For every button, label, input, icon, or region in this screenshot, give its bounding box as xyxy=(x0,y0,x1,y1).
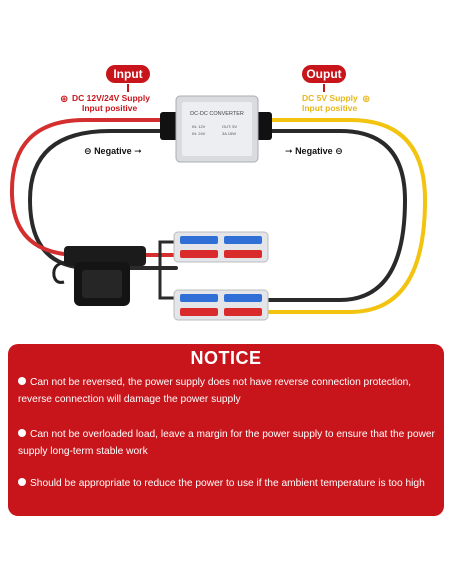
negative-right-text: Negative xyxy=(295,146,333,156)
black-wire-right xyxy=(266,129,408,302)
notice-title: NOTICE xyxy=(190,348,262,368)
converter-spec-right-2: 3A 15W xyxy=(222,131,236,136)
output-pill: Ouput xyxy=(302,65,346,83)
output-plus-sign: ⊕ xyxy=(362,94,371,105)
fuse-holder xyxy=(52,246,146,306)
notice-item-text: Can not be overloaded load, leave a marg… xyxy=(18,429,435,457)
input-pill: Input xyxy=(106,65,150,83)
negative-right-minus: ⊖ xyxy=(335,146,343,156)
notice-item: Can not be reversed, the power supply do… xyxy=(18,374,436,408)
bullet-icon xyxy=(18,429,26,437)
output-description: DC 5V Supply Input positive ⊕ xyxy=(302,93,370,113)
input-description: ⊕ DC 12V/24V Supply Input positive xyxy=(60,93,150,113)
black-wire-link xyxy=(158,240,176,300)
bullet-icon xyxy=(18,377,26,385)
input-minus-sign: ⊕ xyxy=(60,94,69,105)
negative-right-arrow-icon: ➞ xyxy=(285,146,293,156)
output-desc-line1: DC 5V Supply xyxy=(302,93,358,103)
negative-left-text: Negative xyxy=(94,146,132,156)
negative-label-right: ➞ Negative ⊖ xyxy=(285,146,343,157)
converter-title: DC-DC CONVERTER xyxy=(190,111,244,117)
lever-connector-bottom xyxy=(173,289,269,321)
negative-label-left: ⊖ Negative ➞ xyxy=(84,146,142,157)
negative-left-arrow-icon: ➞ xyxy=(134,146,142,156)
output-desc-line2: Input positive xyxy=(302,103,358,113)
converter-spec-right-1: OUT: 5V xyxy=(222,124,237,129)
input-desc-line2: Input positive xyxy=(82,103,138,113)
notice-panel: NOTICE Can not be reversed, the power su… xyxy=(8,344,444,516)
notice-item: Should be appropriate to reduce the powe… xyxy=(18,475,436,492)
bullet-icon xyxy=(18,478,26,486)
notice-item-text: Should be appropriate to reduce the powe… xyxy=(30,478,425,489)
dc-dc-converter: DC-DC CONVERTER IN: 12V IN: 24V OUT: 5V … xyxy=(160,95,272,163)
red-wire xyxy=(9,118,178,257)
lever-connector-top xyxy=(173,231,269,263)
notice-item: Can not be overloaded load, leave a marg… xyxy=(18,426,436,460)
notice-item-text: Can not be reversed, the power supply do… xyxy=(18,377,412,405)
converter-spec-left-1: IN: 12V xyxy=(192,124,206,129)
wiring-diagram: DC-DC CONVERTER IN: 12V IN: 24V OUT: 5V … xyxy=(9,84,428,321)
input-desc-line1: DC 12V/24V Supply xyxy=(72,93,150,103)
yellow-wire xyxy=(266,118,428,314)
negative-left-minus: ⊖ xyxy=(84,146,92,156)
converter-spec-left-2: IN: 24V xyxy=(192,131,206,136)
